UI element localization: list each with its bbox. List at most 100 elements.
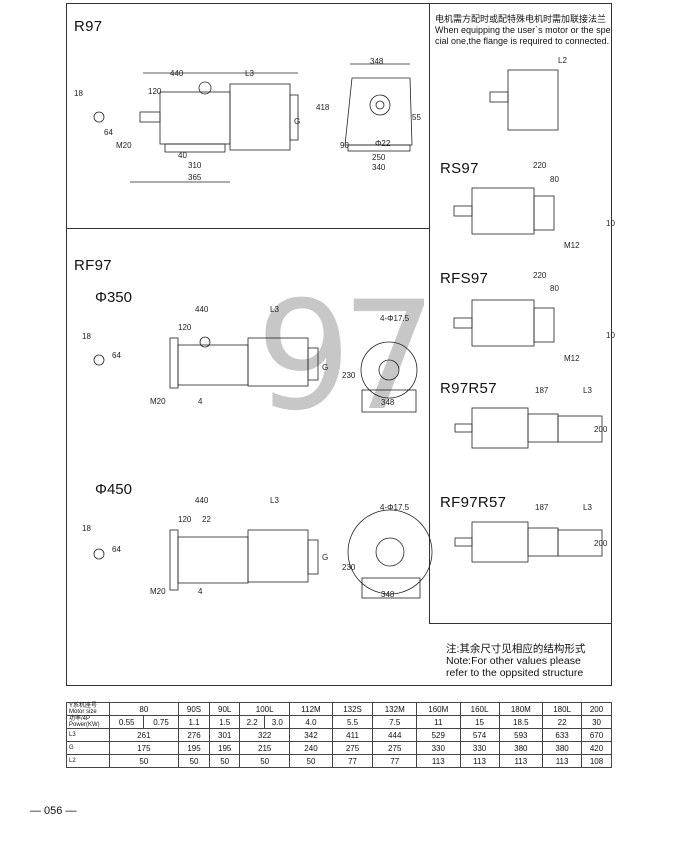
dim-rfs-80: 80 <box>550 284 559 293</box>
dim-r97-l3: L3 <box>245 69 254 78</box>
spec-table: Y系机座号 Motor size 80 90S 90L 100L 112M 13… <box>66 702 612 768</box>
label-rs97: RS97 <box>440 160 479 177</box>
dim-r97-348: 348 <box>370 57 384 66</box>
table-cell: 275 <box>331 741 374 755</box>
label-r97: R97 <box>74 18 103 35</box>
dim-r97-120: 120 <box>148 87 162 96</box>
table-cell: 50 <box>177 754 211 768</box>
table-cell: 411 <box>331 728 374 742</box>
dim-rfs-10: 10 <box>606 331 615 340</box>
table-row-l2: L2 50 50 50 50 50 77 77 113 113 113 113 … <box>66 754 612 768</box>
table-cell: 180L <box>542 702 583 716</box>
table-row-power: 功率/4P Power(KW) 0.55 0.75 1.1 1.5 2.2 3.… <box>66 715 612 729</box>
dim-rf450-22: 22 <box>202 515 211 524</box>
table-cell: 261 <box>109 728 179 742</box>
dim-r97-440: 440 <box>170 69 184 78</box>
dim-rf350-4: 4 <box>198 397 203 406</box>
table-cell: 108 <box>581 754 612 768</box>
table-cell: 113 <box>498 754 544 768</box>
table-cell: 11 <box>416 715 461 729</box>
table-cell: 77 <box>331 754 374 768</box>
table-header-power: 功率/4P Power(KW) <box>66 715 110 729</box>
watermark: 97 <box>256 270 437 444</box>
table-cell: 1.5 <box>209 715 241 729</box>
table-cell: 113 <box>542 754 583 768</box>
table-cell: 380 <box>498 741 544 755</box>
table-cell: 275 <box>372 741 418 755</box>
label-flange-350: Φ350 <box>95 289 132 306</box>
table-cell: 240 <box>289 741 333 755</box>
table-cell: 132M <box>372 702 418 716</box>
dim-r97-418: 418 <box>316 103 330 112</box>
table-cell: 330 <box>416 741 461 755</box>
dim-rfs-m12: M12 <box>564 354 580 363</box>
note-bottom-en-1: Note:For other values please <box>446 655 581 667</box>
table-cell: 342 <box>289 728 333 742</box>
divider-horizontal-right <box>429 623 612 624</box>
table-cell: 0.75 <box>143 715 179 729</box>
note-bottom-cn: 注:其余尺寸见相应的结构形式 <box>446 643 586 655</box>
dim-rf450-l3: L3 <box>270 496 279 505</box>
dim-r97-m20: M20 <box>116 141 132 150</box>
dim-rfs-220: 220 <box>533 271 547 280</box>
rf97-350-drawing <box>93 336 418 413</box>
dim-r97-40: 40 <box>178 151 187 160</box>
dim-rs-220: 220 <box>533 161 547 170</box>
dim-rf97r57-200: 200 <box>594 539 608 548</box>
table-cell: 113 <box>459 754 500 768</box>
dim-rs-10: 10 <box>606 219 615 228</box>
label-r97r57: R97R57 <box>440 380 497 397</box>
note-top-cn: 电机需方配时或配特殊电机时需加联接法兰 <box>435 14 607 24</box>
r97-side-drawing <box>344 63 413 152</box>
label-rf97r57: RF97R57 <box>440 494 507 511</box>
dim-rf350-g: G <box>322 363 328 372</box>
divider-vertical <box>429 3 430 623</box>
page-number: — 056 — <box>30 805 77 817</box>
dim-r97-phi22: Φ22 <box>375 139 391 148</box>
dim-rf350-18: 18 <box>82 332 91 341</box>
note-bottom-en-2: refer to the oppsited structure <box>446 667 584 679</box>
dim-rf450-holes: 4-Φ17.5 <box>380 503 410 512</box>
table-cell: 22 <box>542 715 583 729</box>
table-cell: 175 <box>109 741 179 755</box>
table-row-g: G 175 195 195 215 240 275 275 330 330 38… <box>66 741 612 755</box>
table-row-label: L3 <box>66 728 110 742</box>
table-cell: 529 <box>416 728 461 742</box>
page-frame <box>66 3 612 686</box>
dim-rf450-18: 18 <box>82 524 91 533</box>
table-cell: 90L <box>209 702 241 716</box>
dim-r97r57-l3: L3 <box>583 386 592 395</box>
table-cell: 420 <box>581 741 612 755</box>
table-cell: 322 <box>239 728 291 742</box>
dim-rf450-348: 348 <box>381 590 395 599</box>
label-flange-450: Φ450 <box>95 481 132 498</box>
table-row-label: L2 <box>66 754 110 768</box>
dim-rf450-440: 440 <box>195 496 209 505</box>
dim-rf450-120: 120 <box>178 515 192 524</box>
dim-rf350-440: 440 <box>195 305 209 314</box>
table-cell: 50 <box>209 754 241 768</box>
note-top-en-2: cial one,the flange is required to conne… <box>435 36 610 46</box>
table-cell: 633 <box>542 728 583 742</box>
table-cell: 2.2 <box>239 715 266 729</box>
table-cell: 1.1 <box>177 715 211 729</box>
dim-rf350-348: 348 <box>381 398 395 407</box>
label-rfs97: RFS97 <box>440 270 489 287</box>
dim-rf350-120: 120 <box>178 323 192 332</box>
table-cell: 301 <box>209 728 241 742</box>
table-cell: 593 <box>498 728 544 742</box>
table-cell: 77 <box>372 754 418 768</box>
table-cell: 0.55 <box>108 715 145 729</box>
dim-r97-18: 18 <box>74 89 83 98</box>
r97-drawing <box>93 72 299 183</box>
table-cell: 215 <box>239 741 291 755</box>
dim-r97r57-187: 187 <box>535 386 549 395</box>
table-cell: 15 <box>459 715 500 729</box>
dim-r97-90: 90 <box>340 141 349 150</box>
table-cell: 3.0 <box>264 715 291 729</box>
dim-rs-m12: M12 <box>564 241 580 250</box>
table-cell: 160M <box>416 702 461 716</box>
table-cell: 132S <box>331 702 374 716</box>
dim-rf450-230: 230 <box>342 563 356 572</box>
